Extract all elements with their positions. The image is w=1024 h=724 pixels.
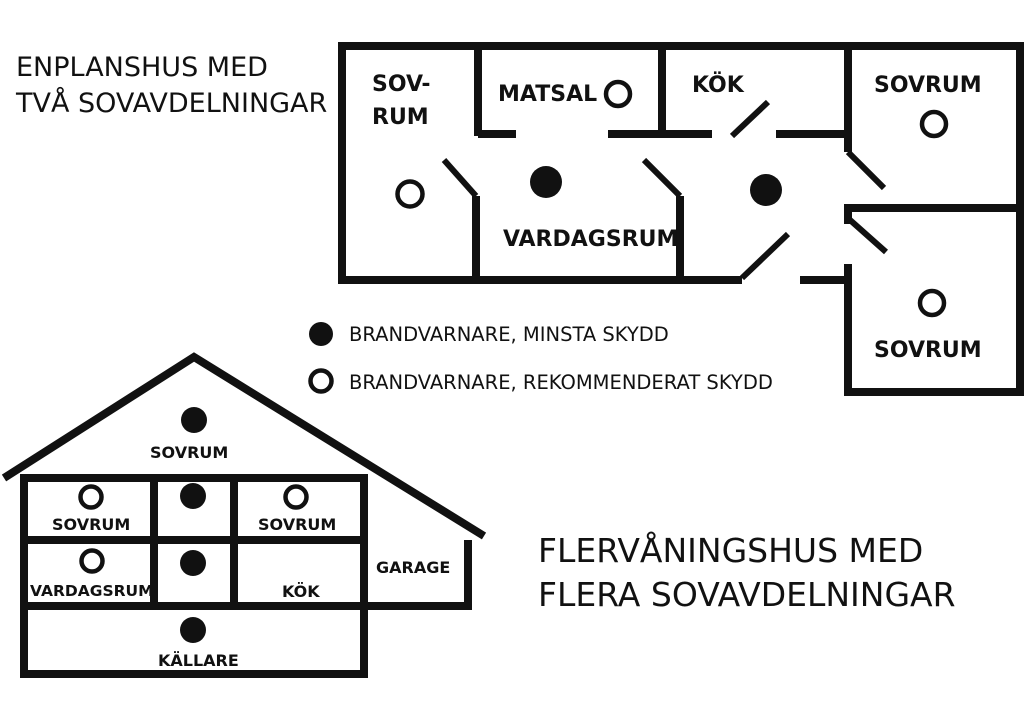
door-entry bbox=[739, 231, 791, 281]
recommended-detector-icon bbox=[283, 484, 309, 510]
recommended-detector-icon bbox=[919, 109, 949, 139]
roof bbox=[1, 352, 487, 540]
recommended-detector-icon bbox=[395, 179, 425, 209]
recommended-detector-icon bbox=[917, 288, 947, 318]
filled-circle-icon bbox=[309, 322, 333, 346]
outer-wall bbox=[338, 42, 1024, 396]
door-bedroom-top-right bbox=[845, 149, 887, 191]
legend-recommended-label: BRANDVARNARE, REKOMMENDERAT SKYDD bbox=[349, 371, 773, 394]
legend-minimum-label: BRANDVARNARE, MINSTA SKYDD bbox=[349, 323, 669, 346]
room-label-bedroom-left-2: RUM bbox=[372, 105, 429, 130]
single-story-title-line-2: TVÅ SOVAVDELNINGAR bbox=[15, 87, 327, 119]
door-bedroom-left bbox=[441, 158, 479, 198]
minimum-detector-icon bbox=[180, 550, 206, 576]
room-label-basement: KÄLLARE bbox=[158, 651, 239, 670]
multi-story-title-line-1: FLERVÅNINGSHUS MED bbox=[538, 530, 923, 570]
multi-story-title-line-2: FLERA SOVAVDELNINGAR bbox=[538, 575, 956, 614]
minimum-detector-icon bbox=[180, 483, 206, 509]
minimum-detector-icon bbox=[750, 174, 782, 206]
room-label-bedroom-left: SOVRUM bbox=[52, 515, 130, 534]
single-story-floor-plan: SOV- RUM MATSAL KÖK SOVRUM VARDAGSRUM SO… bbox=[338, 42, 1024, 396]
room-label-bedroom-top-right: SOVRUM bbox=[874, 73, 982, 98]
room-label-dining: MATSAL bbox=[498, 82, 597, 107]
recommended-detector-icon bbox=[603, 79, 633, 109]
room-label-bedroom-left-1: SOV- bbox=[372, 72, 431, 97]
recommended-detector-icon bbox=[78, 484, 104, 510]
minimum-detector-icon bbox=[181, 407, 207, 433]
room-label-kitchen: KÖK bbox=[282, 582, 320, 601]
door-bedroom-bottom-right bbox=[848, 217, 888, 255]
room-label-bedroom-right: SOVRUM bbox=[258, 515, 336, 534]
minimum-detector-icon bbox=[180, 617, 206, 643]
room-label-living: VARDAGSRUM bbox=[30, 582, 154, 600]
legend: BRANDVARNARE, MINSTA SKYDD BRANDVARNARE,… bbox=[308, 322, 773, 394]
room-label-attic-bedroom: SOVRUM bbox=[150, 443, 228, 462]
room-label-garage: GARAGE bbox=[376, 558, 450, 577]
room-label-bedroom-bottom-right: SOVRUM bbox=[874, 338, 982, 363]
room-label-living: VARDAGSRUM bbox=[503, 227, 678, 252]
room-label-kitchen: KÖK bbox=[692, 72, 745, 98]
door-kitchen bbox=[729, 99, 771, 139]
multi-story-house: SOVRUM SOVRUM SOVRUM VARDAGSRUM KÖK GARA… bbox=[1, 352, 487, 678]
door-living-right bbox=[641, 157, 683, 199]
minimum-detector-icon bbox=[530, 166, 562, 198]
open-circle-icon bbox=[308, 368, 334, 394]
house-outer-wall bbox=[20, 478, 472, 678]
recommended-detector-icon bbox=[79, 548, 105, 574]
single-story-title-line-1: ENPLANSHUS MED bbox=[16, 52, 268, 83]
